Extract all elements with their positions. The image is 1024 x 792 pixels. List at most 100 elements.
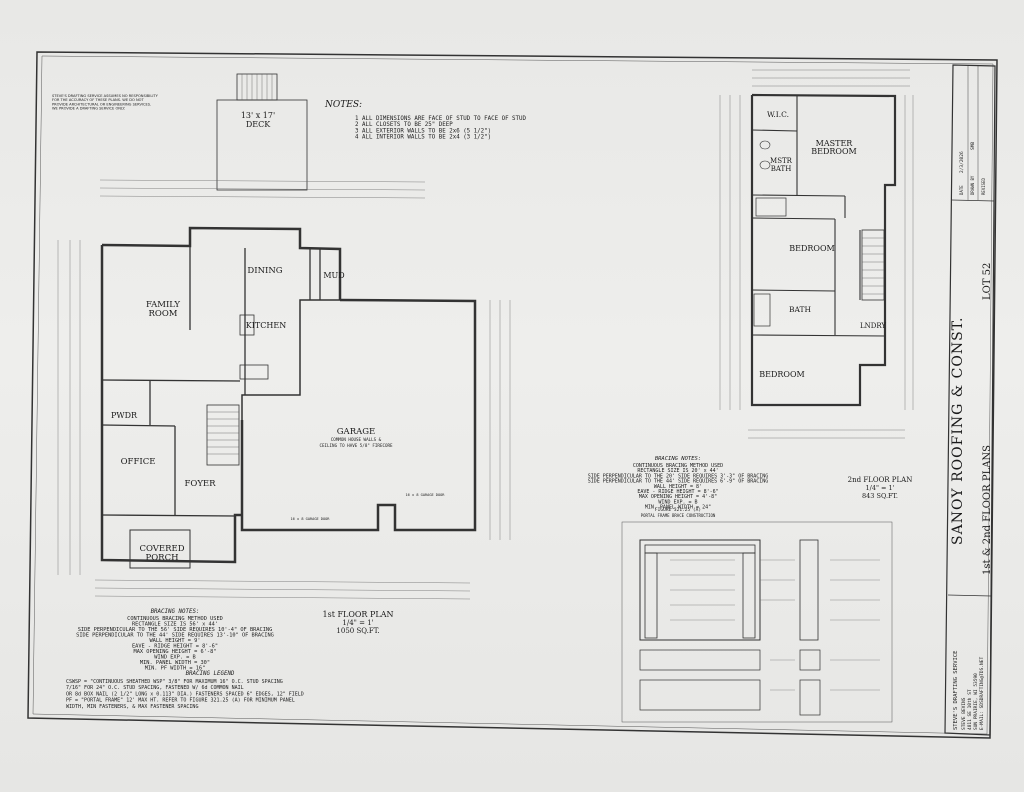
second-floor-plan: W.I.C. MASTER BEDROOM MSTR BATH BEDROOM … — [719, 69, 914, 500]
company-name: SANOY ROOFING & CONST. — [950, 317, 966, 545]
notes-line: 3 ALL EXTERIOR WALLS TO BE 2x6 (5 1/2") — [355, 128, 491, 134]
notes-line: 1 ALL DIMENSIONS ARE FACE OF STUD TO FAC… — [355, 116, 527, 122]
second-floor-exterior-wall — [750, 93, 897, 407]
drawn-label: DRAWN BY — [970, 175, 975, 195]
second-floor-scale: 1/4" = 1' — [866, 484, 895, 492]
first-floor-caption: 1st FLOOR PLAN — [323, 610, 394, 619]
drafter-line-3: SUN PRAIRIE, WI 53590 — [973, 673, 979, 730]
portal-pier-right — [742, 552, 756, 639]
garage-note-2: CEILING TO HAVE 5/8" FIRECORE — [319, 443, 393, 448]
disc-line: STEVE'S DRAFTING SERVICE ASSUMES NO RESP… — [52, 94, 159, 98]
room-family: FAMILY — [146, 300, 180, 310]
first-floor-stairs — [206, 404, 240, 466]
figure-leader-lines — [670, 559, 880, 691]
bleg-line: CSWSP = "CONTINUOUS SHEATHED WSP" 3/8" F… — [66, 679, 283, 685]
detail-d — [799, 679, 821, 716]
sink-1 — [759, 140, 771, 150]
bn2-line: MIN. PANEL WIDTH = 24" — [645, 505, 711, 511]
portal-header — [644, 544, 756, 554]
garage-door-label-2: 16 x 8 GARAGE DOOR — [291, 517, 331, 521]
second-stair-treads — [862, 237, 884, 295]
kitchen-sink — [239, 314, 255, 336]
room-pwdr: PWDR — [111, 411, 138, 420]
disc-line: FOR THE ACCURACY OF THESE PLANS. WE DO N… — [52, 98, 145, 102]
room-wic: W.I.C. — [767, 110, 789, 119]
room-mstr-bath-2: BATH — [771, 165, 792, 173]
garage-common-wall — [241, 299, 340, 420]
date-value: 2/3/2026 — [959, 151, 965, 173]
drafter-line-4: E-MAIL: SDSDRAFTING@TDS.NET — [979, 657, 985, 730]
bn2-line: MAX OPENING HEIGHT = 4'-8" — [639, 494, 717, 500]
drafter-line-1: STEVE BEVINS — [961, 697, 967, 730]
covered-porch-outline — [129, 529, 191, 569]
notes-line: 2 ALL CLOSETS TO BE 25" DEEP — [355, 122, 453, 128]
shower — [755, 197, 787, 217]
figure-subtitle: PORTAL FRAME BRACE CONSTRUCTION — [641, 513, 716, 518]
sink-2 — [759, 160, 771, 170]
first-floor-dimensions — [57, 179, 511, 600]
room-foyer: FOYER — [184, 479, 216, 489]
room-bath: BATH — [789, 305, 812, 314]
bleg-line: WIDTH, MIN FASTENERS, & MAX FASTENER SPA… — [66, 704, 198, 710]
detail-c — [799, 649, 821, 671]
room-family-2: ROOM — [148, 309, 177, 319]
bn2-line: WIND EXP. = B — [658, 499, 697, 505]
first-floor-scale: 1/4" = 1' — [342, 619, 373, 627]
room-porch-2: PORCH — [145, 553, 178, 563]
lot-number: LOT 52 — [982, 263, 993, 300]
figure-frame — [621, 521, 893, 723]
room-master-2: BEDROOM — [811, 147, 856, 156]
bn2-line: SIDE PERPENDICULAR TO THE 20' SIDE REQUI… — [588, 473, 769, 479]
bracing-notes-second-title: BRACING NOTES: — [655, 456, 701, 462]
bleg-line: 7/16" FOR 24" O.C. STUD SPACING, FASTENE… — [66, 685, 244, 691]
tub — [753, 293, 771, 327]
drawn-value: SMB — [970, 142, 976, 150]
bracing-notes-second: BRACING NOTES: CONTINUOUS BRACING METHOD… — [588, 456, 769, 511]
revised-label: REVISED — [981, 178, 986, 195]
room-dining: DINING — [247, 266, 282, 276]
room-office: OFFICE — [121, 457, 156, 467]
second-floor-interior-walls — [751, 96, 886, 337]
deck-label-size: 13' x 17' — [241, 111, 275, 120]
bn2-line: RECTANGLE SIZE IS 20' x 44' — [637, 468, 718, 474]
detail-b — [639, 679, 761, 711]
portal-section — [799, 539, 819, 641]
bn2-line: SIDE PERPENDICULAR TO THE 44' SIDE REQUI… — [588, 479, 769, 485]
first-floor-plan: 13' x 17' DECK — [57, 73, 511, 635]
drafter-line-2: 4811 SE 10th ST — [967, 689, 973, 730]
title-block-frame — [944, 64, 996, 736]
notes-items: 1 ALL DIMENSIONS ARE FACE OF STUD TO FAC… — [355, 116, 527, 141]
bracing-notes-first: BRACING NOTES: CONTINUOUS BRACING METHOD… — [66, 609, 304, 710]
room-bedroom-2: BEDROOM — [759, 370, 804, 379]
room-mstr-bath: MSTR — [770, 157, 793, 165]
stair-treads — [207, 411, 239, 455]
notes-block: NOTES: 1 ALL DIMENSIONS ARE FACE OF STUD… — [324, 100, 527, 141]
room-bedroom-1: BEDROOM — [789, 244, 834, 253]
second-floor-stairs — [861, 229, 885, 301]
drafter-name: STEVE'S DRAFTING SERVICE — [953, 651, 959, 730]
bn1-line: EAVE - RIDGE HEIGHT = 8'-6" — [132, 644, 218, 650]
bracing-legend-lines: CSWSP = "CONTINUOUS SHEATHED WSP" 3/8" F… — [66, 679, 304, 710]
bn2-line: CONTINUOUS BRACING METHOD USED — [633, 463, 723, 469]
bn1-line: MIN. PF WIDTH = 16" — [145, 666, 206, 672]
bn2-line: WALL HEIGHT = 8' — [654, 484, 702, 490]
house-exterior-west-wall — [100, 245, 242, 564]
room-mud: MUD — [323, 271, 344, 280]
bn1-line: MAX OPENING HEIGHT = 6'-8" — [134, 649, 217, 655]
date-label: DATE — [959, 185, 964, 195]
first-floor-area: 1050 SQ.FT. — [336, 627, 379, 635]
bn1-line: SIDE PERPENDICULAR TO THE 44' SIDE REQUI… — [76, 633, 274, 639]
sheet-inner-border — [32, 55, 994, 735]
bracing-legend-title: BRACING LEGEND — [186, 671, 235, 677]
title-block: DATE 2/3/2026 DRAWN BY SMB REVISED SANOY… — [944, 64, 996, 736]
bn1-line: CONTINUOUS BRACING METHOD USED — [127, 616, 223, 622]
second-floor-caption: 2nd FLOOR PLAN — [848, 476, 913, 484]
bn1-line: WALL HEIGHT = 9' — [149, 638, 200, 644]
bn1-line: RECTANGLE SIZE IS 56' x 44' — [132, 622, 218, 628]
room-garage: GARAGE — [337, 427, 375, 437]
deck-stair-treads — [241, 74, 273, 100]
detail-a — [639, 649, 761, 671]
room-porch: COVERED — [139, 544, 184, 554]
